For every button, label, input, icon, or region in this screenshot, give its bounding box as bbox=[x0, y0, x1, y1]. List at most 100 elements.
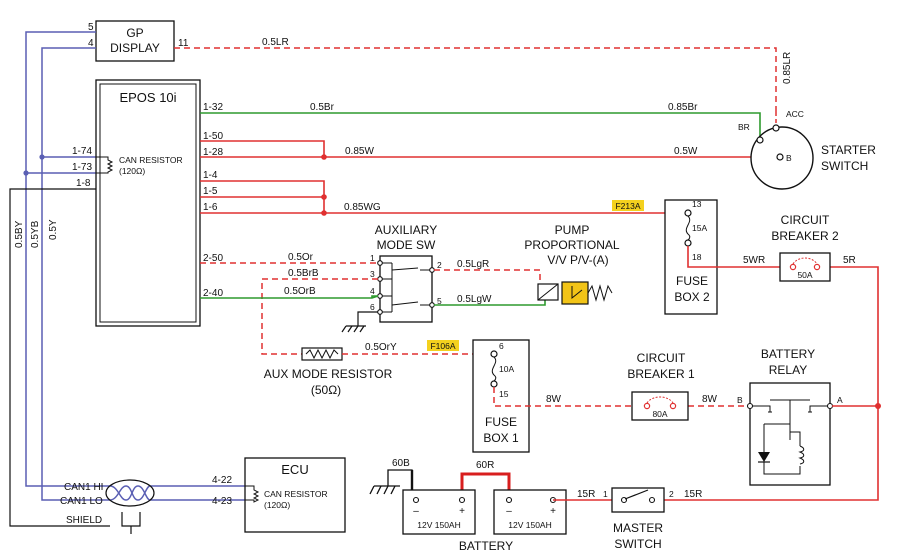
gp-display-box bbox=[95, 20, 175, 62]
epos-pin-1-74: 1-74 bbox=[72, 146, 92, 157]
wire-05brb bbox=[261, 278, 378, 355]
blue-wires bbox=[25, 31, 245, 501]
wire-05by bbox=[25, 31, 110, 487]
can1-hi-label: CAN1 HI bbox=[64, 482, 103, 493]
fuse-2-icon bbox=[685, 215, 691, 241]
pump-label-1: PUMP bbox=[555, 223, 590, 237]
wire-05yb bbox=[41, 47, 110, 501]
wire-label-5r: 5R bbox=[843, 255, 856, 266]
battery-2-minus: – bbox=[506, 506, 512, 517]
cb2-label-2: BREAKER 2 bbox=[771, 229, 839, 243]
master-label-2: SWITCH bbox=[614, 537, 661, 551]
pump-valve-icon bbox=[537, 281, 613, 305]
junction-dots-blue bbox=[23, 154, 45, 176]
battery-2-spec: 12V 150AH bbox=[508, 520, 551, 530]
gp-display-label-1: GP bbox=[126, 26, 143, 40]
wire-5wr bbox=[687, 246, 780, 268]
wire-label-085br: 0.85Br bbox=[668, 102, 698, 113]
fuse1-pin-6: 6 bbox=[499, 341, 504, 351]
fuse2-pin-13: 13 bbox=[692, 199, 702, 209]
fuse-box-2-label-2: BOX 2 bbox=[674, 290, 710, 304]
aux-pin-4: 4 bbox=[370, 286, 375, 296]
battery-1-spec: 12V 150AH bbox=[417, 520, 460, 530]
aux-resistor-label-1: AUX MODE RESISTOR bbox=[264, 367, 393, 381]
relay-label-2: RELAY bbox=[769, 363, 807, 377]
aux-sw-contacts-icon bbox=[382, 262, 430, 313]
starter-acc: ACC bbox=[786, 109, 804, 119]
ecu-box bbox=[244, 457, 346, 533]
relay-diode-icon bbox=[758, 452, 770, 462]
epos-pin-2-50: 2-50 bbox=[203, 253, 223, 264]
wire-label-8w-b: 8W bbox=[702, 394, 718, 405]
wire-label-05w: 0.5W bbox=[674, 146, 698, 157]
fuse-box-1-label-2: BOX 1 bbox=[483, 431, 519, 445]
aux-pin-3: 3 bbox=[370, 269, 375, 279]
wire-label-15r-b: 15R bbox=[684, 489, 702, 500]
ecu-pin-4-23: 4-23 bbox=[212, 496, 232, 507]
fuse-box-2-label-1: FUSE bbox=[676, 274, 708, 288]
epos-pin-1-6: 1-6 bbox=[203, 202, 218, 213]
fuse-box-1 bbox=[472, 339, 530, 453]
aux-ground-icon bbox=[341, 311, 378, 333]
wire-label-60b: 60B bbox=[392, 458, 410, 469]
wire-05lgr bbox=[434, 269, 541, 288]
epos-title: EPOS 10i bbox=[119, 90, 176, 105]
master-pin-1: 1 bbox=[603, 489, 608, 499]
wire-label-05lgr: 0.5LgR bbox=[457, 259, 489, 270]
aux-pin-5: 5 bbox=[437, 296, 442, 306]
wire-label-05lgw: 0.5LgW bbox=[457, 294, 492, 305]
wire-label-15r-a: 15R bbox=[577, 489, 595, 500]
aux-pin-6: 6 bbox=[370, 302, 375, 312]
can-shield-icon bbox=[105, 479, 155, 507]
epos-pin-1-8: 1-8 bbox=[76, 178, 91, 189]
cb1-label-1: CIRCUIT bbox=[637, 351, 686, 365]
fuse1-rating: 10A bbox=[499, 364, 514, 374]
battery-1-plus: + bbox=[459, 506, 465, 517]
fuse2-rating: 15A bbox=[692, 223, 707, 233]
epos-can-resistor: CAN RESISTOR bbox=[119, 155, 183, 165]
epos-pin-1-73: 1-73 bbox=[72, 162, 92, 173]
epos-pin-1-4: 1-4 bbox=[203, 170, 218, 181]
cb1-label-2: BREAKER 1 bbox=[627, 367, 695, 381]
wire-label-05lr: 0.5LR bbox=[262, 37, 289, 48]
wire-05lr bbox=[174, 47, 777, 112]
relay-contact-icon bbox=[752, 399, 828, 475]
wire-label-5wr: 5WR bbox=[743, 255, 765, 266]
wire-label-085w: 0.85W bbox=[345, 146, 374, 157]
battery-label: BATTERY bbox=[459, 539, 513, 553]
wire-05br bbox=[200, 112, 761, 140]
wire-label-05orb: 0.5OrB bbox=[284, 286, 316, 297]
wire-label-085lr: 0.85LR bbox=[782, 52, 793, 84]
wire-8w-a bbox=[493, 387, 632, 407]
wire-label-05by: 0.5BY bbox=[14, 220, 25, 248]
aux-pin-2: 2 bbox=[437, 260, 442, 270]
gp-pin-5: 5 bbox=[88, 22, 94, 33]
tag-f106a-label: F106A bbox=[430, 341, 455, 351]
wire-label-8w-a: 8W bbox=[546, 394, 562, 405]
tag-f106a bbox=[427, 340, 459, 351]
master-pin-2: 2 bbox=[669, 489, 674, 499]
ecu-pin-4-22: 4-22 bbox=[212, 475, 232, 486]
starter-label-1: STARTER bbox=[821, 143, 876, 157]
relay-label-1: BATTERY bbox=[761, 347, 815, 361]
wire-label-05brb: 0.5BrB bbox=[288, 268, 319, 279]
wire-label-05or: 0.5Or bbox=[288, 252, 314, 263]
pump-label-2: PROPORTIONAL bbox=[524, 238, 619, 252]
gp-display-label-2: DISPLAY bbox=[110, 41, 160, 55]
wire-label-05yb: 0.5YB bbox=[30, 220, 41, 248]
tag-f213a bbox=[612, 200, 644, 211]
epos-pin-1-28: 1-28 bbox=[203, 147, 223, 158]
relay-a: A bbox=[837, 395, 843, 405]
ecu-can-ohm: (120Ω) bbox=[264, 500, 290, 510]
wire-1-8 bbox=[9, 188, 110, 527]
aux-pin-1: 1 bbox=[370, 253, 375, 263]
fuse-box-2 bbox=[664, 199, 718, 315]
wire-label-05y: 0.5Y bbox=[48, 219, 59, 240]
master-switch bbox=[611, 487, 665, 513]
twisted-pair bbox=[109, 485, 151, 501]
epos-box-outer bbox=[95, 79, 201, 327]
cb2-rating: 50A bbox=[797, 270, 812, 280]
aux-sw-label-1: AUXILIARY bbox=[375, 223, 437, 237]
